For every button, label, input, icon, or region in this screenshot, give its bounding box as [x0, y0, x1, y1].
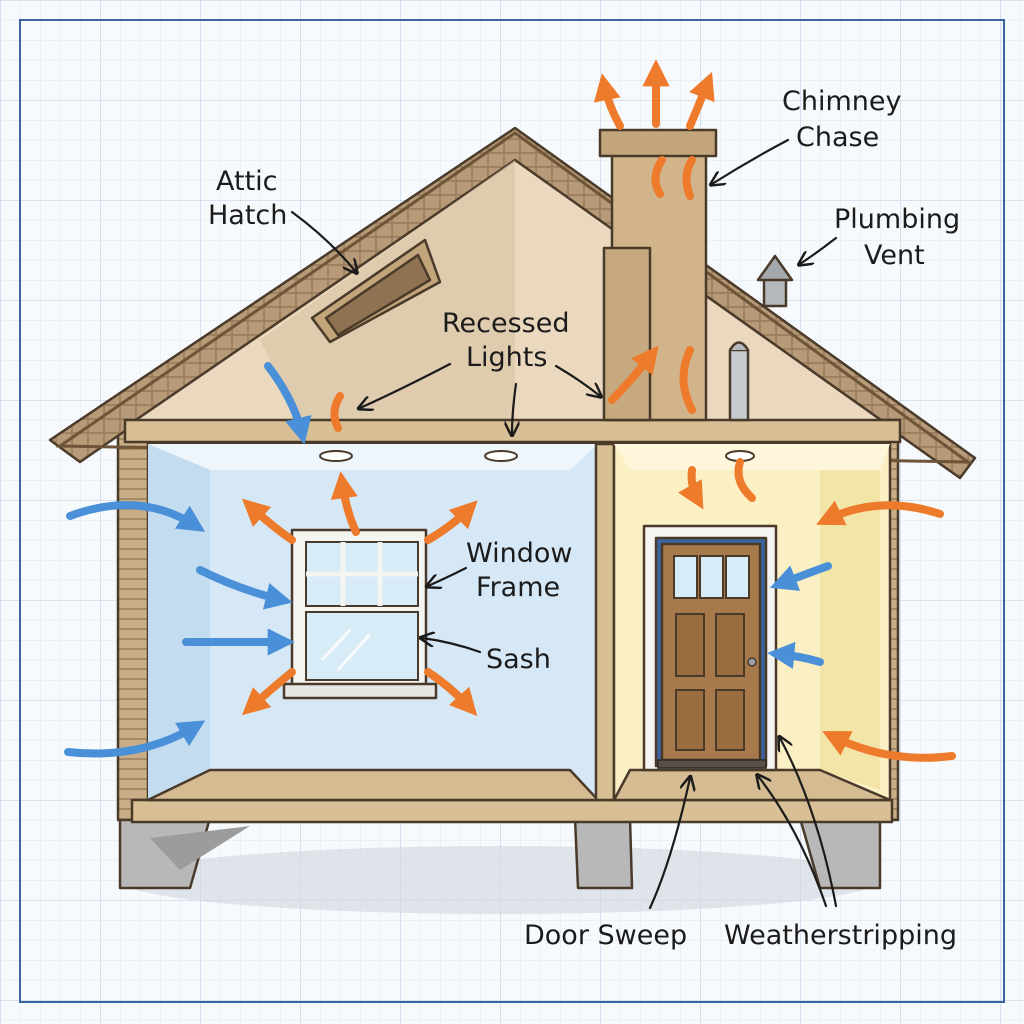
plumbing-vent — [728, 254, 794, 422]
foundation-piers — [118, 816, 882, 890]
label-sash: Sash — [486, 644, 551, 675]
label-recessed-lights-line1: Recessed — [442, 308, 570, 339]
ground-shadow — [120, 846, 880, 914]
label-attic-hatch-line2: Hatch — [208, 200, 287, 231]
label-window-frame-line2: Frame — [476, 572, 560, 603]
label-plumbing-vent-line1: Plumbing — [834, 204, 960, 235]
blue-arrow-icon — [64, 362, 832, 758]
label-plumbing-vent-line2: Vent — [864, 240, 925, 271]
leader-lines — [290, 138, 838, 910]
left-room — [146, 442, 616, 802]
label-door-sweep: Door Sweep — [524, 920, 687, 951]
label-chimney-chase-line1: Chimney — [782, 86, 901, 117]
label-window-frame-line1: Window — [466, 538, 572, 569]
label-attic-hatch-line1: Attic — [216, 166, 278, 197]
door — [642, 524, 778, 772]
orange-arrow-icon — [241, 59, 956, 762]
label-chimney-chase-line2: Chase — [796, 122, 879, 153]
label-weatherstripping: Weatherstripping — [724, 920, 957, 951]
window-frame — [282, 528, 438, 700]
recessed-lights — [319, 450, 755, 462]
attic-hatch — [310, 238, 442, 344]
label-recessed-lights-line2: Lights — [466, 342, 547, 373]
labels: Attic Hatch Chimney Chase Plumbing Vent … — [208, 86, 960, 951]
